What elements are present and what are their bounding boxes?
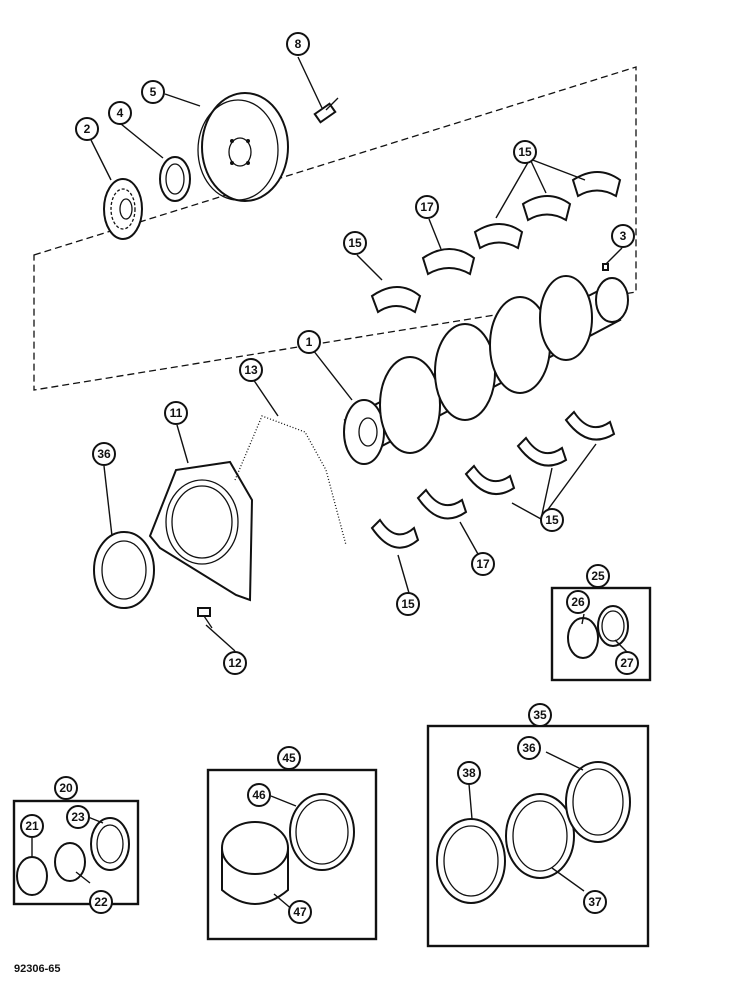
callout-17-top: 17 (415, 195, 439, 219)
callout-4: 4 (108, 101, 132, 125)
seal-23 (90, 817, 130, 871)
callout-1: 1 (297, 330, 321, 354)
pulley-bolt (313, 97, 339, 124)
svg-text:17: 17 (420, 200, 434, 214)
callout-47: 47 (288, 900, 312, 924)
leader-lines (31, 56, 628, 912)
spacer-ring (159, 156, 191, 202)
seal-22 (54, 842, 86, 882)
svg-text:25: 25 (591, 569, 605, 583)
callout-15-bottom: 15 (396, 592, 420, 616)
callout-23: 23 (66, 805, 90, 829)
sleeve-37 (505, 793, 575, 879)
callout-13: 13 (239, 358, 263, 382)
svg-text:3: 3 (620, 229, 627, 243)
callout-15-right: 15 (540, 508, 564, 532)
callout-37: 37 (583, 890, 607, 914)
svg-text:17: 17 (476, 557, 490, 571)
callout-38: 38 (457, 761, 481, 785)
svg-text:36: 36 (97, 447, 111, 461)
svg-text:46: 46 (252, 788, 266, 802)
svg-text:4: 4 (117, 106, 124, 120)
svg-text:12: 12 (228, 656, 242, 670)
callout-36-top: 36 (92, 442, 116, 466)
svg-text:22: 22 (94, 895, 108, 909)
svg-text:37: 37 (588, 895, 602, 909)
svg-text:20: 20 (59, 781, 73, 795)
callout-36-kit: 36 (517, 736, 541, 760)
callout-3: 3 (611, 224, 635, 248)
crank-gear (103, 178, 143, 240)
callout-35: 35 (528, 703, 552, 727)
dashed-group-outline (33, 66, 637, 391)
callout-20: 20 (54, 776, 78, 800)
seal-38 (436, 818, 506, 904)
callout-21: 21 (20, 814, 44, 838)
rear-seal-housing (148, 460, 254, 602)
svg-text:13: 13 (244, 363, 258, 377)
callout-2: 2 (75, 117, 99, 141)
kit-box-20 (12, 799, 140, 906)
svg-text:2: 2 (84, 122, 91, 136)
kit-box-25 (550, 586, 652, 682)
sleeve-47 (221, 821, 289, 905)
callout-45: 45 (277, 746, 301, 770)
crank-pulley (197, 92, 289, 202)
callout-8: 8 (286, 32, 310, 56)
seal-46 (289, 793, 355, 871)
svg-text:15: 15 (401, 597, 415, 611)
callout-12: 12 (223, 651, 247, 675)
callout-22: 22 (89, 890, 113, 914)
svg-text:21: 21 (25, 819, 39, 833)
svg-text:8: 8 (295, 37, 302, 51)
callout-46: 46 (247, 783, 271, 807)
upper-bearing-shells (370, 171, 622, 314)
svg-text:15: 15 (518, 145, 532, 159)
svg-text:15: 15 (545, 513, 559, 527)
sleeve-26 (567, 617, 599, 659)
svg-text:45: 45 (282, 751, 296, 765)
seal-36 (565, 761, 631, 843)
svg-text:1: 1 (306, 335, 313, 349)
svg-text:15: 15 (348, 236, 362, 250)
svg-text:5: 5 (150, 85, 157, 99)
sleeve-27 (597, 605, 629, 647)
lower-bearing-shells (370, 410, 616, 549)
kit-box-45 (206, 768, 378, 941)
svg-text:27: 27 (620, 656, 634, 670)
svg-text:23: 23 (71, 810, 85, 824)
callout-25: 25 (586, 564, 610, 588)
svg-text:47: 47 (293, 905, 307, 919)
drawing-number: 92306-65 (14, 963, 61, 975)
svg-text:35: 35 (533, 708, 547, 722)
svg-text:26: 26 (571, 595, 585, 609)
callout-27: 27 (615, 651, 639, 675)
callout-5: 5 (141, 80, 165, 104)
callout-15-top: 15 (513, 140, 537, 164)
crankshaft (343, 275, 629, 465)
callout-15-left: 15 (343, 231, 367, 255)
callout-17-bottom: 17 (471, 552, 495, 576)
svg-text:11: 11 (170, 406, 183, 420)
svg-text:38: 38 (462, 766, 476, 780)
housing-screw (197, 607, 213, 629)
callout-26: 26 (566, 590, 590, 614)
svg-text:36: 36 (522, 741, 536, 755)
callout-11: 11 (164, 401, 188, 425)
seal-21 (16, 856, 48, 896)
rear-seal (93, 531, 155, 609)
